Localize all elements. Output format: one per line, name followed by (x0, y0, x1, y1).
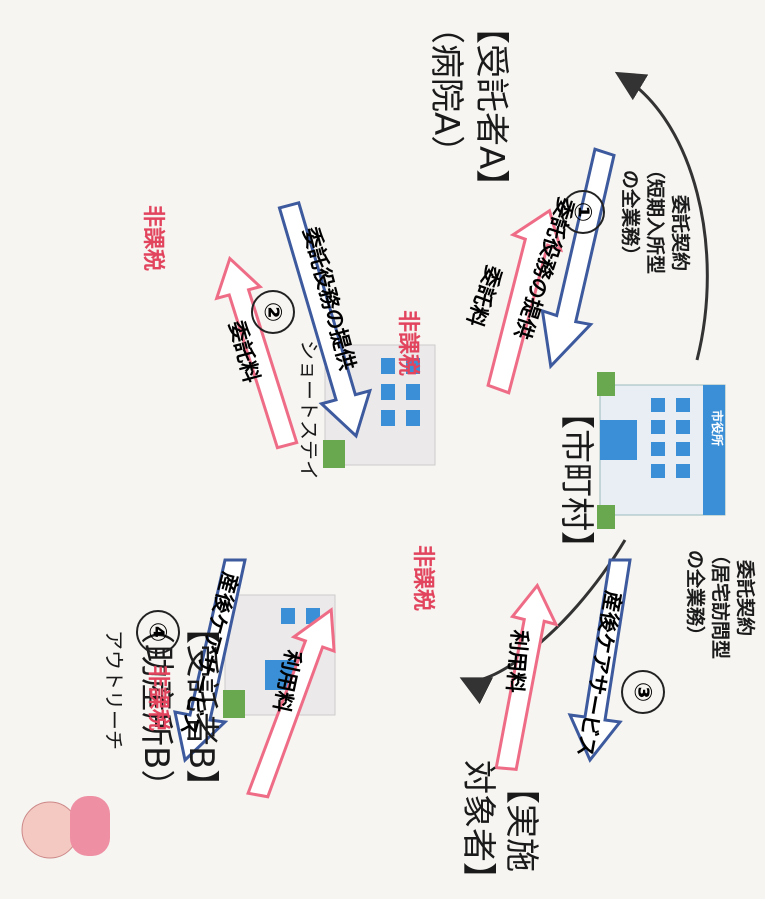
flow-number-4: ④ (136, 610, 180, 654)
label-usage-3: 利用料 (502, 628, 532, 694)
arrow-2-fee (214, 255, 299, 450)
contractor-a-title: 【受託者A】 (471, 10, 511, 204)
municipality-label: 【市町村】 (556, 395, 596, 565)
tax-label-3: 非課税 (410, 545, 435, 612)
contractor-a-note: ショートステイ (297, 340, 321, 480)
contract-b-line3: の全業務） (684, 550, 706, 646)
contract-a-line2: （短期入所型 (644, 160, 666, 275)
arrow-3-usage (494, 582, 559, 772)
arrow-3-care (567, 558, 632, 763)
arrow-4-usage (246, 607, 336, 799)
tax-label-1: 非課税 (395, 310, 420, 377)
arrow-4-care (173, 558, 247, 763)
arrow-1-fee (486, 208, 564, 395)
contract-a-line3: の全業務） (619, 170, 641, 266)
hospital-a-building-icon (323, 344, 436, 468)
contractor-b-note: アウトリーチ (102, 630, 126, 750)
flow-number-2: ② (251, 290, 295, 334)
contract-b-line1: 委託契約 (734, 560, 756, 637)
arrow-1-service (540, 147, 616, 370)
target-title-line2: 対象者】 (458, 760, 498, 896)
target-title-line1: 【実施 (501, 770, 541, 872)
city-hall-building-icon (597, 372, 726, 529)
contractor-a-subtitle: （病院A） (426, 10, 466, 170)
contract-b-line2: （居宅訪問型 (709, 545, 731, 660)
contract-arrow-a (614, 71, 709, 361)
tax-label-2: 非課税 (140, 205, 165, 272)
mother-baby-icon (21, 796, 110, 859)
flow-number-3: ③ (621, 670, 665, 714)
city-hall-sign: 市役所 (710, 410, 724, 447)
contract-a-line1: 委託契約 (669, 195, 691, 272)
arrow-2-service (277, 200, 373, 439)
tax-label-4: 非課税 (145, 665, 170, 732)
